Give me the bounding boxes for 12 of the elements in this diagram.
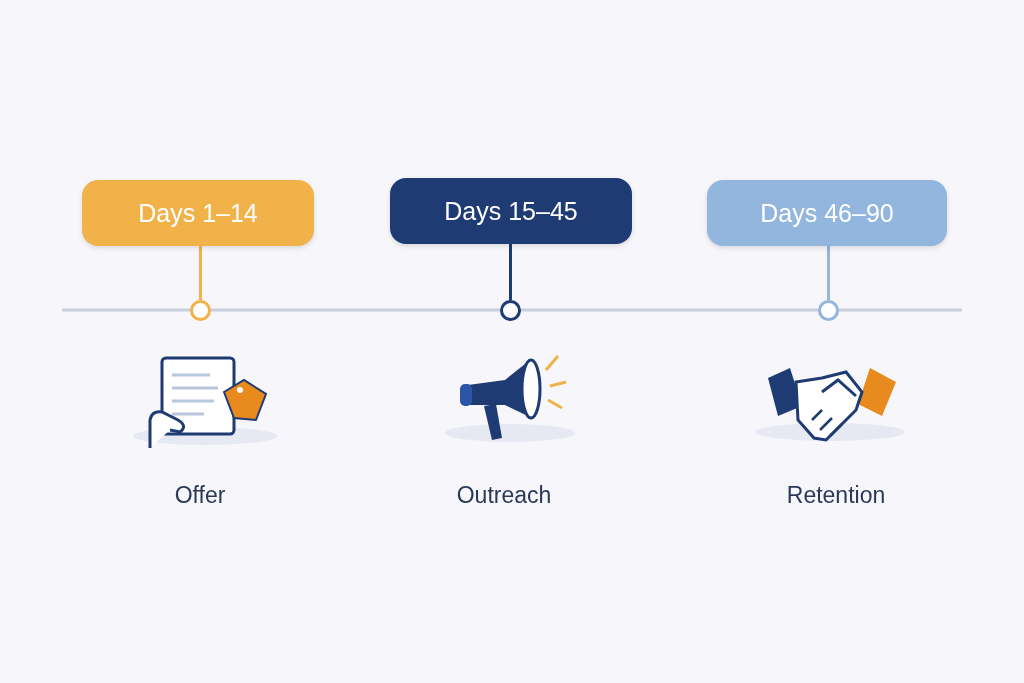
- timeline-marker: [190, 300, 211, 321]
- connector-line: [199, 246, 202, 300]
- timeline-marker: [818, 300, 839, 321]
- stage-name: Offer: [174, 482, 226, 509]
- timeline-marker: [500, 300, 521, 321]
- connector-line: [509, 244, 512, 300]
- phase-label: Days 15–45: [390, 178, 632, 244]
- stage-name: Outreach: [456, 482, 552, 509]
- connector-line: [827, 246, 830, 300]
- stage-name: Retention: [786, 482, 886, 509]
- phase-label: Days 1–14: [82, 180, 314, 246]
- phase-label: Days 46–90: [707, 180, 947, 246]
